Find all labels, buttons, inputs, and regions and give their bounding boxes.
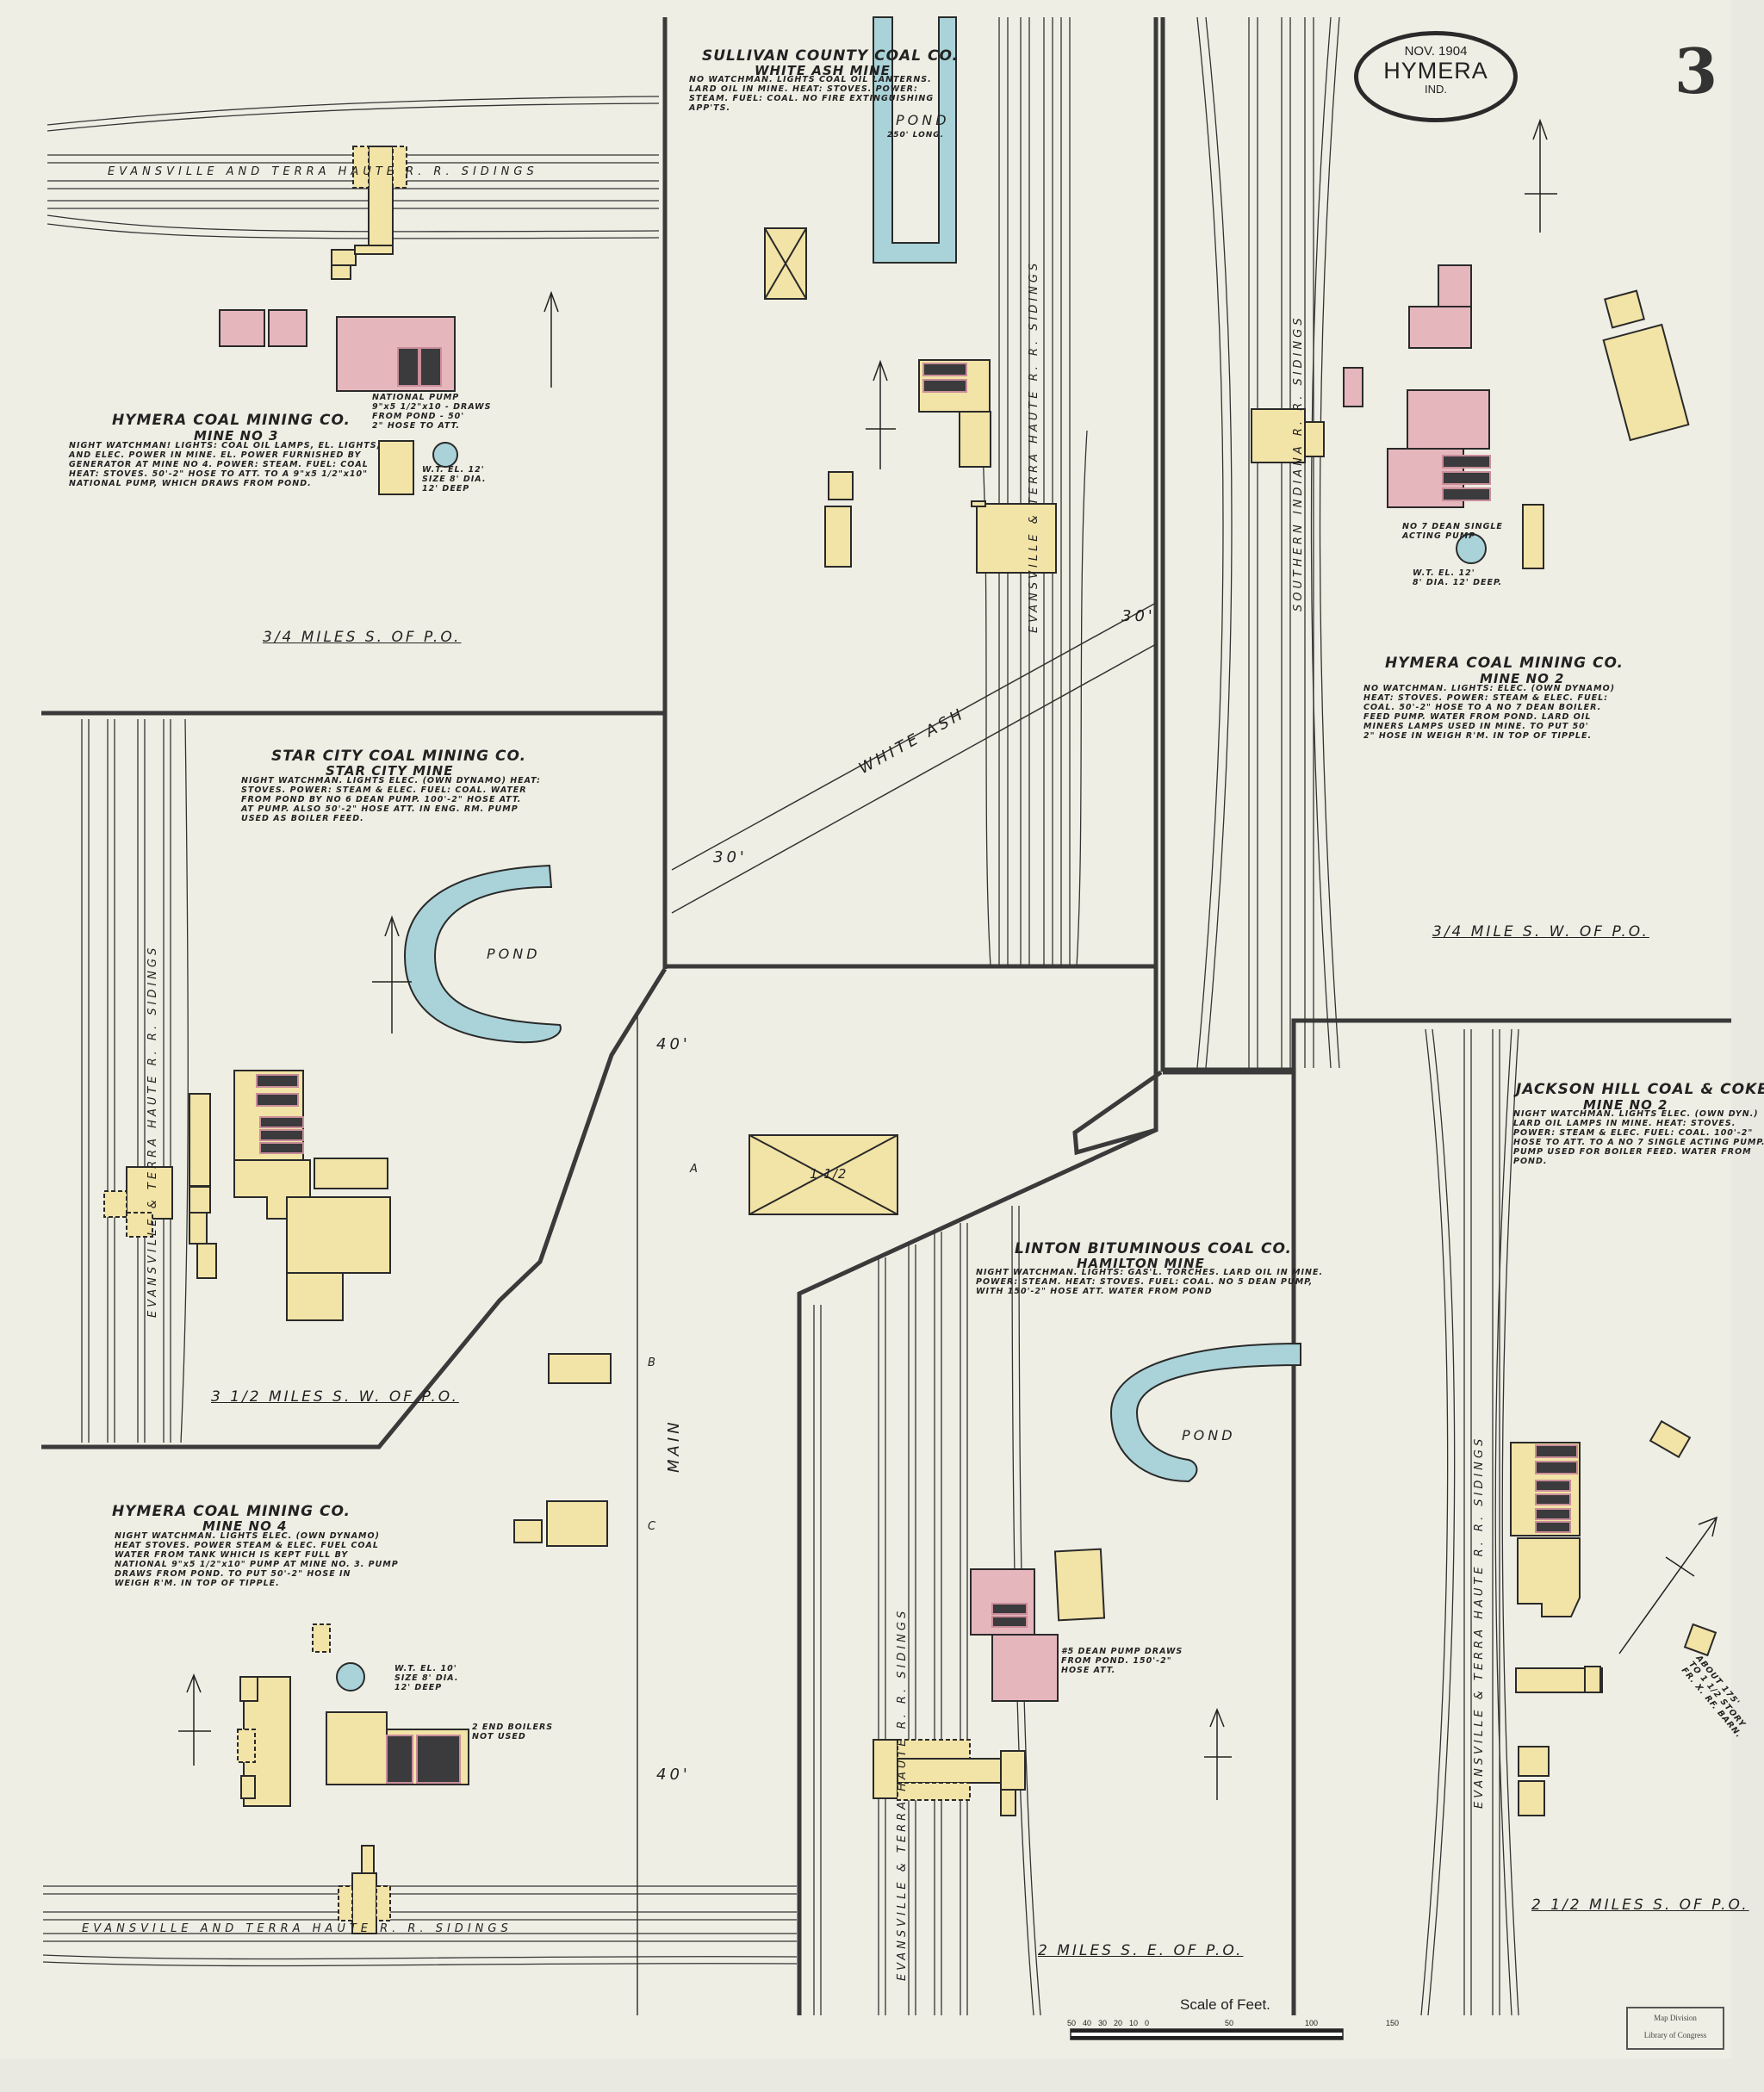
hamilton-pond-label: POND xyxy=(1182,1427,1236,1443)
hamilton-notes: NIGHT WATCHMAN. LIGHTS: GAS'L. TORCHES. … xyxy=(976,1268,1324,1296)
star-city-notes: NIGHT WATCHMAN. LIGHTS ELEC. (OWN DYNAMO… xyxy=(241,776,541,823)
scale-tick: 30 xyxy=(1098,2019,1108,2027)
scale-tick: 10 xyxy=(1129,2019,1139,2027)
jackson-distance: 2 1/2 MILES S. OF P.O. xyxy=(1531,1896,1749,1914)
scale-tick: 50 xyxy=(1225,2019,1234,2027)
block-letter-c: C xyxy=(648,1520,657,1533)
map-sheet: NOV. 1904 HYMERA IND. 3 EVANSVILLE AND T… xyxy=(41,16,1764,2050)
storage-sheds xyxy=(748,227,898,1215)
white-ash-notes: NO WATCHMAN. LIGHTS COAL OIL LANTERNS. L… xyxy=(689,75,935,113)
boilers xyxy=(256,347,1578,1784)
star-city-distance: 3 1/2 MILES S. W. OF P.O. xyxy=(211,1388,459,1406)
mine3-mine-name: MINE NO 3 xyxy=(194,428,279,444)
mine2-railroad-label: SOUTHERN INDIANA R. R. SIDINGS xyxy=(1292,314,1305,611)
scale-tick: 0 xyxy=(1145,2019,1150,2027)
north-arrows xyxy=(178,118,1718,1800)
mine4-boiler-note: 2 END BOILERS NOT USED xyxy=(472,1723,554,1741)
mine4-mine-name: MINE NO 4 xyxy=(202,1518,288,1534)
scale-title: Scale of Feet. xyxy=(1180,1996,1270,2013)
map-date: NOV. 1904 xyxy=(1404,44,1468,59)
block-letter-a: A xyxy=(690,1163,699,1176)
mine4-water-tank: W.T. EL. 10' SIZE 8' DIA. 12' DEEP xyxy=(394,1664,459,1692)
mine2-notes: NO WATCHMAN. LIGHTS: ELEC. (OWN DYNAMO) … xyxy=(1363,684,1616,741)
white-ash-street xyxy=(671,602,1157,914)
mine2-pump-note: NO 7 DEAN SINGLE ACTING PUMP xyxy=(1402,522,1503,541)
shed-size-label: 1 1/2 xyxy=(810,1166,848,1182)
main-street-width-top: 40' xyxy=(656,1035,691,1053)
mine2-water-tank: W.T. EL. 12' 8' DIA. 12' DEEP. xyxy=(1413,568,1503,587)
stamp-line-2: Library of Congress xyxy=(1643,2031,1707,2039)
jackson-railroad-label: EVANSVILLE & TERRA HAUTE R. R. SIDINGS xyxy=(1473,1435,1486,1809)
hamilton-distance: 2 MILES S. E. OF P.O. xyxy=(1038,1942,1244,1959)
sheet-number: 3 xyxy=(1674,34,1718,108)
mine2-mine-name: MINE NO 2 xyxy=(1480,671,1565,686)
hamilton-railroad-label: EVANSVILLE & TERRA HAUTE R. R. SIDINGS xyxy=(896,1607,909,1981)
white-ash-pond-label: POND xyxy=(896,112,950,128)
mine2-distance: 3/4 MILE S. W. OF P.O. xyxy=(1432,923,1649,940)
panel-borders xyxy=(41,17,1731,2015)
main-street-label: MAIN xyxy=(665,1418,683,1473)
star-city-pond-label: POND xyxy=(487,946,541,962)
mine3-water-tank: W.T. EL. 12' SIZE 8' DIA. 12' DEEP xyxy=(422,465,487,494)
jackson-mine-name: MINE NO 2 xyxy=(1583,1097,1668,1113)
mine3-notes: NIGHT WATCHMAN! LIGHTS: COAL OIL LAMPS, … xyxy=(69,441,382,488)
library-stamp: Map Division Library of Congress xyxy=(1626,2007,1724,2050)
star-city-company: STAR CITY COAL MINING CO. xyxy=(271,748,527,765)
hamilton-mine-name: HAMILTON MINE xyxy=(1077,1256,1205,1271)
white-ash-company: SULLIVAN COUNTY COAL CO. xyxy=(702,47,959,65)
rail-tracks xyxy=(42,16,1519,2016)
mine3-company: HYMERA COAL MINING CO. xyxy=(112,412,351,429)
hamilton-pump-note: #5 DEAN PUMP DRAWS FROM POND. 150'-2" HO… xyxy=(1061,1647,1183,1675)
stamp-line-1: Map Division xyxy=(1654,2014,1697,2022)
scale-bar-graphic xyxy=(1070,2028,1344,2040)
jackson-company: JACKSON HILL COAL & COKE CO. xyxy=(1516,1081,1764,1098)
block-letter-b: B xyxy=(648,1356,656,1369)
white-ash-street-width-b: 30' xyxy=(713,848,748,866)
star-city-mine-name: STAR CITY MINE xyxy=(326,763,454,779)
mine4-notes: NIGHT WATCHMAN. LIGHTS ELEC. (OWN DYNAMO… xyxy=(115,1531,399,1588)
map-linework xyxy=(41,16,1731,2040)
ponds xyxy=(336,16,1487,1692)
brick-buildings xyxy=(219,264,1490,1702)
title-cartouche: NOV. 1904 HYMERA IND. xyxy=(1354,31,1518,122)
mine2-company: HYMERA COAL MINING CO. xyxy=(1385,655,1624,672)
jackson-notes: NIGHT WATCHMAN. LIGHTS ELEC. (OWN DYN.) … xyxy=(1513,1109,1764,1166)
main-street-width-bottom: 40' xyxy=(656,1766,691,1784)
white-ash-railroad-label: EVANSVILLE & TERRA HAUTE R. R. SIDINGS xyxy=(1028,259,1040,633)
white-ash-street-width-a: 30' xyxy=(1121,607,1156,625)
town-name: HYMERA xyxy=(1383,58,1488,84)
white-ash-mine-name: WHITE ASH MINE xyxy=(755,63,891,78)
white-ash-pond-size: 250' LONG. xyxy=(887,131,945,140)
scale-tick: 50 xyxy=(1067,2019,1077,2027)
mine3-distance: 3/4 MILES S. OF P.O. xyxy=(263,629,462,646)
state-name: IND. xyxy=(1425,83,1447,96)
mine3-railroad-label: EVANSVILLE AND TERRA HAUTE R. R. SIDINGS xyxy=(108,165,538,178)
star-city-railroad-label: EVANSVILLE & TERRA HAUTE R. R. SIDINGS xyxy=(146,944,159,1318)
scale-tick: 100 xyxy=(1305,2019,1319,2027)
hamilton-company: LINTON BITUMINOUS COAL CO. xyxy=(1015,1240,1292,1257)
scale-tick: 20 xyxy=(1114,2019,1123,2027)
frame-buildings xyxy=(103,146,1717,1934)
mine4-company: HYMERA COAL MINING CO. xyxy=(112,1503,351,1520)
mine3-pump-note: NATIONAL PUMP 9"x5 1/2"x10 - DRAWS FROM … xyxy=(372,393,492,431)
scale-tick: 150 xyxy=(1386,2019,1400,2027)
scale-tick: 40 xyxy=(1083,2019,1092,2027)
mine4-railroad-label: EVANSVILLE AND TERRA HAUTE R. R. SIDINGS xyxy=(82,1922,512,1935)
